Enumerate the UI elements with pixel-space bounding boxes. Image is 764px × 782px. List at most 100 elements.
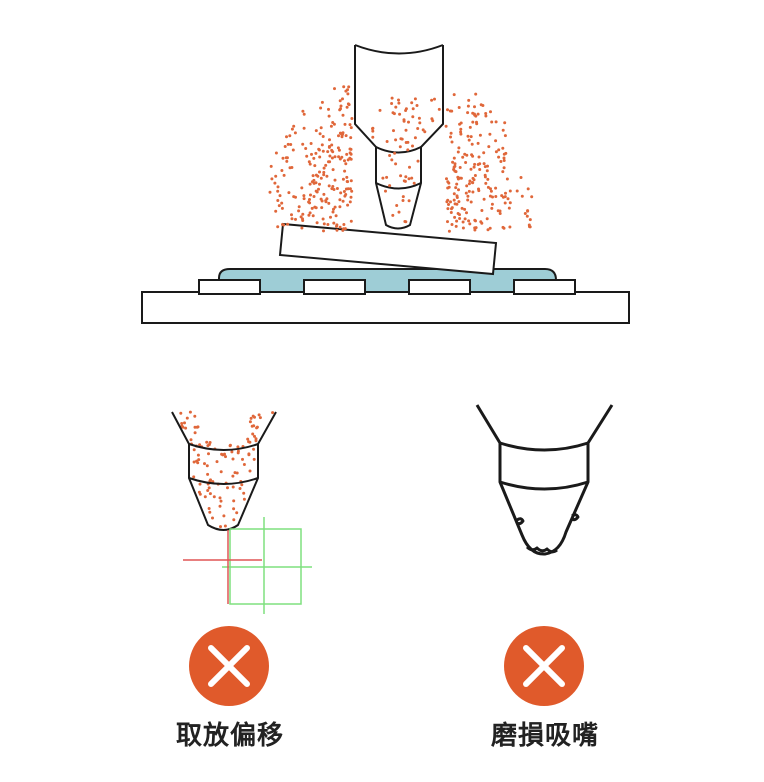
particle-dot xyxy=(254,437,258,441)
pad-2 xyxy=(303,279,366,295)
particle-dot xyxy=(193,414,197,418)
particle-dot xyxy=(281,156,285,160)
particle-dot xyxy=(338,99,342,103)
particle-dot xyxy=(328,154,332,158)
particle-dot xyxy=(505,177,509,181)
particle-dot xyxy=(344,162,348,166)
particle-dot xyxy=(196,453,200,457)
particle-dot xyxy=(413,97,417,101)
particle-dot xyxy=(423,130,427,134)
particle-dot xyxy=(401,199,405,202)
particle-dot xyxy=(483,175,487,179)
particle-dot xyxy=(345,175,349,179)
particle-dot xyxy=(193,425,197,429)
particle-dot xyxy=(198,492,202,496)
particle-dot xyxy=(480,209,484,212)
particle-dot xyxy=(215,460,219,464)
particle-dot xyxy=(327,184,331,188)
particle-dot xyxy=(222,514,226,518)
particle-dot xyxy=(179,411,183,415)
particle-dot xyxy=(520,194,524,198)
particle-dot xyxy=(503,134,507,138)
particle-dot xyxy=(398,145,402,149)
particle-dot xyxy=(231,457,235,461)
particle-dot xyxy=(404,141,408,144)
particle-dot xyxy=(286,222,290,226)
particle-dot xyxy=(348,123,352,127)
particle-dot xyxy=(231,485,235,489)
particle-dot xyxy=(471,111,475,115)
particle-dot xyxy=(455,219,459,223)
particle-dot xyxy=(331,168,335,172)
particle-dot xyxy=(335,228,339,232)
particle-dot xyxy=(276,199,280,202)
particle-dot xyxy=(302,112,306,116)
particle-dot xyxy=(337,134,340,138)
particle-dot xyxy=(231,474,235,478)
particle-dot xyxy=(453,162,457,166)
particle-dot xyxy=(288,166,292,170)
worn-nozzle-tip-icon xyxy=(475,404,614,556)
particle-dot xyxy=(269,164,273,168)
particle-dot xyxy=(230,450,234,454)
particle-dot xyxy=(496,209,500,213)
particle-dot xyxy=(452,156,456,160)
particle-dot xyxy=(457,146,461,150)
particle-dot xyxy=(475,122,479,126)
particle-dot xyxy=(349,179,353,183)
particle-dot xyxy=(467,138,471,142)
particle-dot xyxy=(185,416,189,420)
particle-dot xyxy=(293,131,297,135)
particle-dot xyxy=(454,224,458,228)
particle-dot xyxy=(408,165,411,169)
particle-dot xyxy=(334,214,338,218)
particle-dot xyxy=(407,177,411,181)
particle-dot xyxy=(327,145,331,149)
particle-dot xyxy=(309,193,312,197)
particle-dot xyxy=(482,151,486,155)
particle-dot xyxy=(236,449,240,453)
particle-dot xyxy=(449,135,452,139)
particle-dot xyxy=(503,121,507,125)
particle-dot xyxy=(257,413,261,417)
particle-dot xyxy=(319,176,323,180)
particle-dot xyxy=(343,169,347,173)
particle-dot xyxy=(301,142,305,146)
particle-dot xyxy=(466,198,470,202)
particle-dot xyxy=(290,127,294,131)
particle-dot xyxy=(232,499,236,503)
particle-dot xyxy=(458,166,462,169)
particle-dot xyxy=(498,212,502,215)
particle-dot xyxy=(494,195,498,198)
particle-dot xyxy=(508,201,512,205)
particle-dot xyxy=(255,426,259,430)
particle-dot xyxy=(470,142,474,146)
particle-dot xyxy=(258,416,262,420)
target-crosshair xyxy=(222,517,312,614)
particle-dot xyxy=(469,135,473,139)
particle-dot xyxy=(313,164,317,168)
particle-dot xyxy=(192,475,196,479)
particle-dot xyxy=(318,182,321,186)
particle-dot xyxy=(327,114,331,118)
particle-dot xyxy=(338,225,342,229)
particle-dot xyxy=(346,92,350,96)
particle-dot xyxy=(317,187,320,191)
particle-dot xyxy=(320,206,324,210)
particle-dot xyxy=(433,97,436,101)
particle-dot xyxy=(218,496,222,500)
particle-dot xyxy=(404,109,408,112)
particle-dot xyxy=(304,147,308,150)
particle-dot xyxy=(328,138,331,142)
particle-dot xyxy=(468,179,472,183)
particle-dot xyxy=(350,189,354,193)
particle-dot xyxy=(451,160,455,164)
particle-dot xyxy=(390,158,394,162)
particle-dot xyxy=(467,98,471,102)
particle-dot xyxy=(278,194,282,198)
particle-dot xyxy=(276,225,280,229)
particle-dot xyxy=(189,438,193,442)
particle-dot xyxy=(207,452,210,456)
particle-dot xyxy=(397,98,400,102)
